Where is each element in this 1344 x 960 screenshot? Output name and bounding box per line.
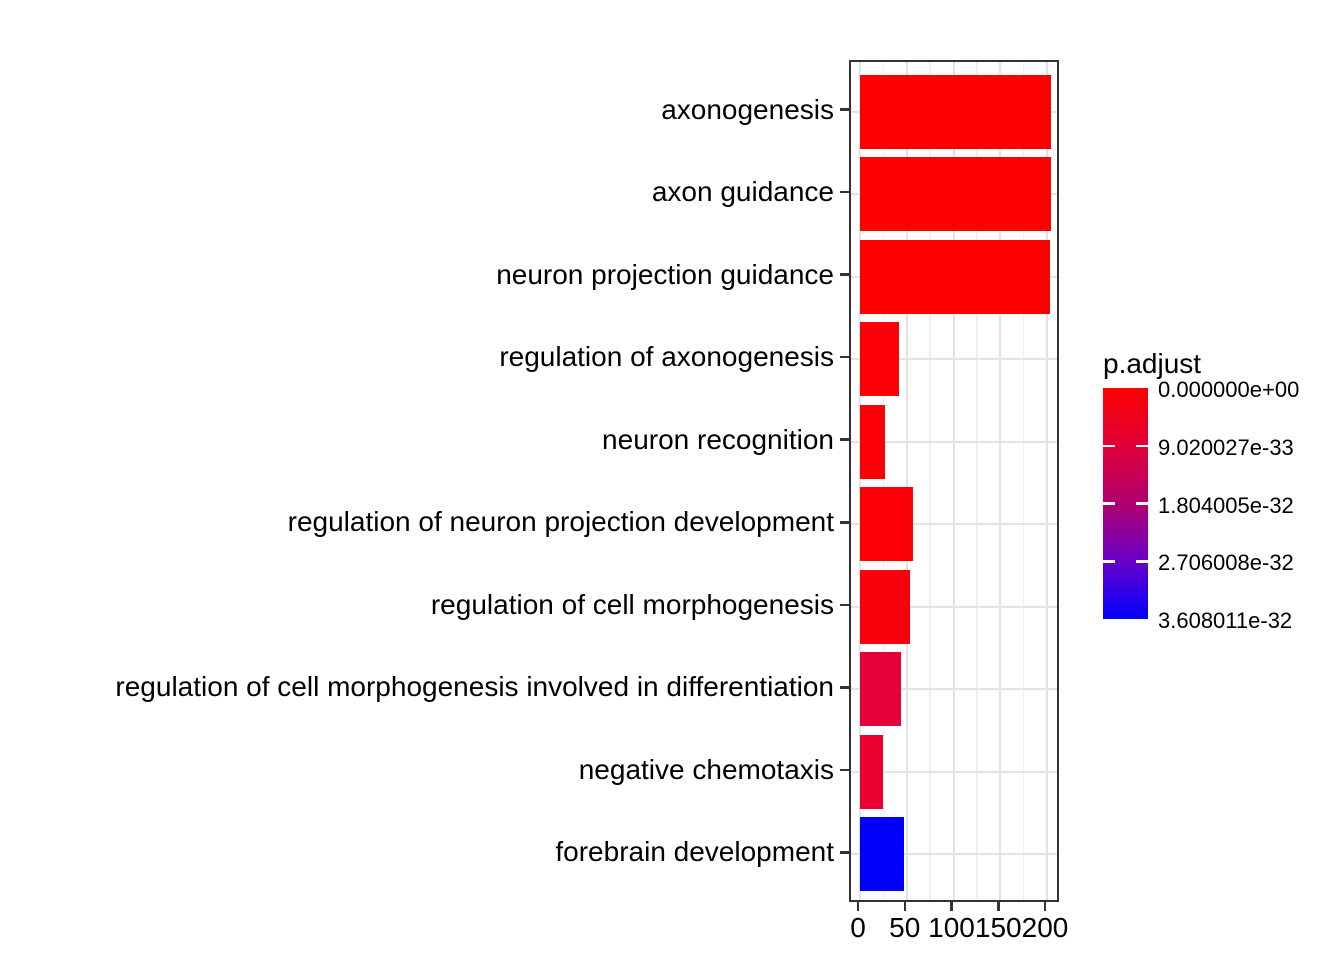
y-axis-tick <box>840 108 849 111</box>
y-axis-tick <box>840 768 849 772</box>
y-axis-label: negative chemotaxis <box>578 753 834 785</box>
y-axis-label: forebrain development <box>555 836 834 868</box>
legend-colorbar-tick <box>1103 502 1115 505</box>
bar-regulation-of-cell-morphogenesis-involved-in-differentiation <box>860 652 902 727</box>
legend-tick-label: 9.020027e-33 <box>1158 434 1294 460</box>
gridline-vertical-minor <box>882 62 885 900</box>
y-axis-tick <box>840 355 849 359</box>
gridline-vertical-minor <box>1022 62 1025 900</box>
legend-colorbar-tick <box>1136 502 1148 505</box>
bar-axonogenesis <box>860 74 1051 149</box>
y-axis-label: axon guidance <box>651 176 834 208</box>
x-axis-tick <box>1043 902 1047 911</box>
x-axis-tick-label: 100 <box>928 912 975 943</box>
x-axis-tick-label: 50 <box>889 912 921 943</box>
x-axis-tick <box>903 902 906 911</box>
gridline-horizontal-major <box>851 523 1057 526</box>
legend-colorbar-tick <box>1136 560 1148 563</box>
bar-negative-chemotaxis <box>860 734 884 809</box>
y-axis-label: neuron projection guidance <box>496 258 834 290</box>
gridline-vertical-major <box>999 62 1002 900</box>
legend-colorbar <box>1103 388 1148 619</box>
bar-forebrain-development <box>860 817 904 892</box>
bar-regulation-of-axonogenesis <box>860 322 900 397</box>
y-axis-tick <box>840 603 849 607</box>
x-axis-tick <box>997 902 1000 911</box>
legend-colorbar-tick <box>1103 444 1115 447</box>
legend-p-adjust: p.adjust 0.000000e+00 9.020027e-33 1.80400… <box>1103 348 1343 638</box>
y-axis-label: regulation of axonogenesis <box>499 341 834 373</box>
y-axis-label: axonogenesis <box>661 93 834 125</box>
bar-regulation-of-cell-morphogenesis <box>860 569 911 644</box>
x-axis-tick-label: 150 <box>974 912 1022 943</box>
bar-regulation-of-neuron-projection-development <box>860 487 914 562</box>
gridline-vertical-major <box>859 62 861 900</box>
gridline-vertical-minor <box>976 62 978 900</box>
x-axis-tick <box>856 902 860 911</box>
gridline-vertical-major <box>905 62 908 900</box>
legend-tick-label: 0.000000e+00 <box>1158 377 1300 402</box>
y-axis-label: neuron recognition <box>602 423 834 455</box>
y-axis-tick <box>840 273 849 276</box>
x-axis-tick-label: 0 <box>850 912 866 943</box>
legend-colorbar-tick <box>1136 444 1148 447</box>
y-axis-tick <box>840 438 849 441</box>
x-axis-tick <box>950 902 953 911</box>
y-axis-label: regulation of neuron projection developm… <box>287 506 834 538</box>
legend-tick-label: 2.706008e-32 <box>1158 550 1294 576</box>
legend-tick-label: 1.804005e-32 <box>1158 492 1294 518</box>
gridline-vertical-major <box>1046 62 1048 900</box>
y-axis-label: regulation of cell morphogenesis involve… <box>115 671 834 703</box>
x-axis-tick-label: 200 <box>1021 912 1069 943</box>
gridline-vertical-minor <box>929 62 931 900</box>
gridline-vertical-major <box>952 62 955 900</box>
gridline-horizontal-major <box>851 605 1057 608</box>
bar-neuron-projection-guidance <box>860 239 1050 314</box>
bar-neuron-recognition <box>860 404 886 479</box>
bar-axon-guidance <box>860 157 1051 232</box>
gridline-horizontal-major <box>851 770 1057 773</box>
y-axis-label: regulation of cell morphogenesis <box>430 588 834 620</box>
y-axis-tick <box>840 686 849 689</box>
gridline-horizontal-major <box>851 688 1057 691</box>
legend-colorbar-tick <box>1103 560 1115 563</box>
plot-panel <box>849 60 1059 902</box>
y-axis-tick <box>840 851 849 854</box>
legend-title: p.adjust <box>1103 348 1202 379</box>
gridline-horizontal-major <box>851 440 1057 443</box>
gridline-horizontal-major <box>851 358 1057 361</box>
gridline-horizontal-major <box>851 853 1057 856</box>
y-axis-tick <box>840 190 849 194</box>
legend-tick-label: 3.608011e-32 <box>1158 608 1293 633</box>
y-axis-tick <box>840 521 849 524</box>
